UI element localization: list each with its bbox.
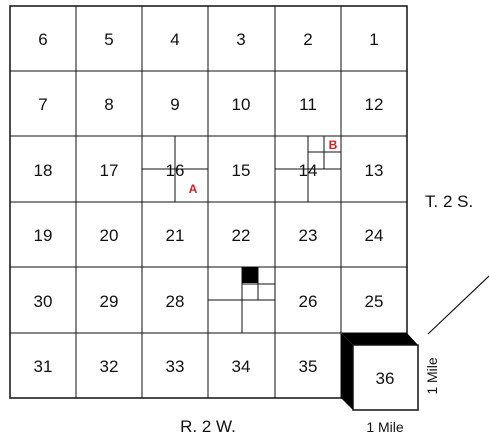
section-36: 36 — [376, 369, 395, 388]
section-10: 10 — [232, 95, 251, 114]
section-12: 12 — [365, 95, 384, 114]
section-32: 32 — [100, 357, 119, 376]
section-14: 14 — [299, 161, 318, 180]
section-19: 19 — [34, 226, 53, 245]
section-2: 2 — [303, 30, 312, 49]
section-21: 21 — [166, 226, 185, 245]
marker-b: B — [329, 138, 338, 152]
section-34: 34 — [232, 357, 251, 376]
section-30: 30 — [34, 292, 53, 311]
section-8: 8 — [104, 95, 113, 114]
section-16: 16 — [166, 161, 185, 180]
section-16-quarter-lines — [142, 136, 208, 202]
section-31: 31 — [34, 357, 53, 376]
section-numbers: 6 5 4 3 2 1 7 8 9 10 11 12 18 17 16 15 1… — [34, 30, 395, 388]
section-13: 13 — [365, 161, 384, 180]
section-15: 15 — [232, 161, 251, 180]
section-3: 3 — [236, 30, 245, 49]
section-20: 20 — [100, 226, 119, 245]
section-4: 4 — [170, 30, 179, 49]
range-label: R. 2 W. — [180, 417, 236, 436]
township-label: T. 2 S. — [425, 192, 473, 211]
section-29: 29 — [100, 292, 119, 311]
section-1: 1 — [369, 30, 378, 49]
section-25: 25 — [365, 292, 384, 311]
section-7: 7 — [38, 95, 47, 114]
section-26: 26 — [299, 292, 318, 311]
section-27-subdivisions — [208, 267, 275, 333]
section-grid-lines — [10, 6, 407, 398]
section-18: 18 — [34, 161, 53, 180]
section-28: 28 — [166, 292, 185, 311]
section-17: 17 — [100, 161, 119, 180]
section-22: 22 — [232, 226, 251, 245]
section-6: 6 — [38, 30, 47, 49]
section-35: 35 — [299, 357, 318, 376]
section-33: 33 — [166, 357, 185, 376]
section-27-filled-parcel — [242, 267, 258, 283]
mile-side-label: 1 Mile — [424, 357, 440, 395]
section-36-block — [341, 333, 419, 411]
section-9: 9 — [170, 95, 179, 114]
pointer-line — [427, 275, 489, 335]
section-23: 23 — [299, 226, 318, 245]
section-14-subdivisions — [275, 136, 341, 202]
marker-a: A — [189, 182, 198, 196]
section-5: 5 — [104, 30, 113, 49]
section-24: 24 — [365, 226, 384, 245]
section-11: 11 — [299, 95, 317, 114]
mile-bottom-label: 1 Mile — [366, 419, 404, 435]
